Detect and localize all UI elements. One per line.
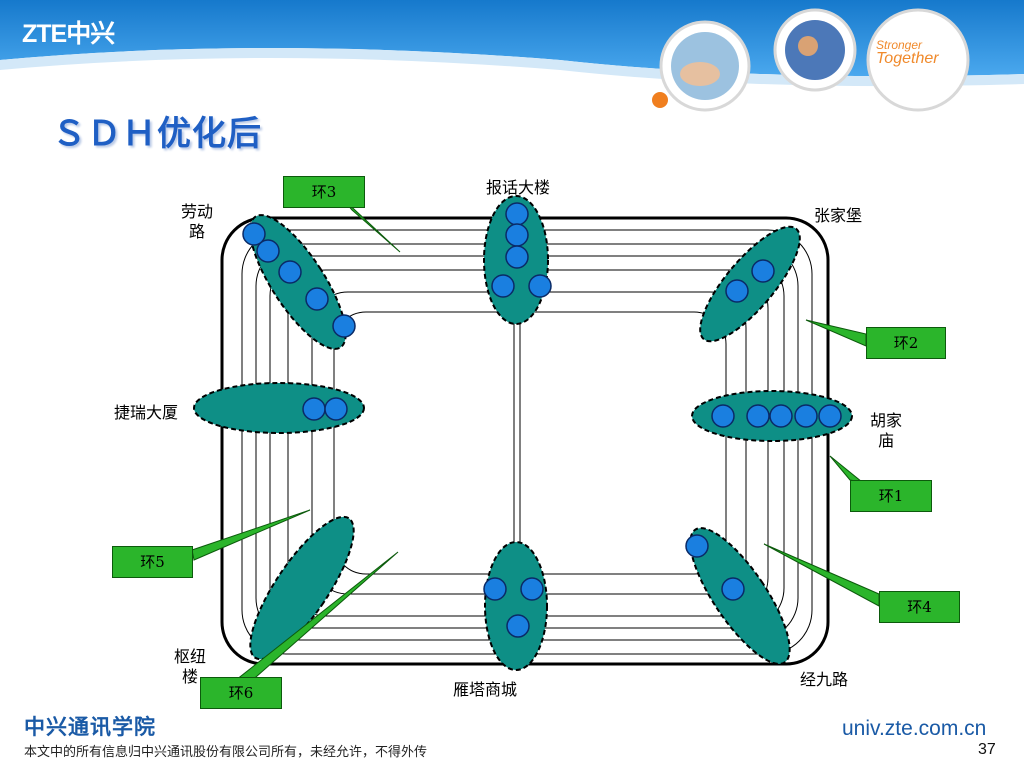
slogan-line-2: Together: [876, 50, 939, 67]
ring5-pointer: [191, 509, 311, 561]
ring-label-2: 环2: [866, 327, 946, 359]
page-number: 37: [978, 741, 996, 758]
slogan-line-1: Stronger: [876, 38, 923, 52]
node: [491, 274, 515, 298]
header-banner: [0, 0, 1024, 77]
cluster-zhangjiabao: [699, 225, 801, 343]
cluster-jierui: [193, 382, 365, 434]
node: [483, 577, 507, 601]
cluster-shuniu: [249, 515, 355, 661]
zte-logo: ZTE中兴: [22, 20, 115, 48]
ring2-pointer: [805, 319, 867, 347]
node: [725, 279, 749, 303]
node: [305, 287, 329, 311]
site-label-baohua: 报话大楼: [485, 178, 550, 197]
ring-label-6: 环6: [200, 677, 282, 709]
ring-label-5: 环5: [112, 546, 193, 578]
site-label-yanta: 雁塔商城: [452, 680, 517, 699]
node: [528, 274, 552, 298]
photo-2-figure: [798, 36, 818, 56]
slide-title: ＳＤＨ优化后: [52, 114, 262, 154]
node: [505, 202, 529, 226]
slogan: Stronger Together: [876, 38, 966, 67]
ring-label-1: 环1: [850, 480, 932, 512]
node: [302, 397, 326, 421]
footer-website: univ.zte.com.cn: [842, 717, 987, 740]
node: [685, 534, 709, 558]
network-nodes: [242, 202, 842, 638]
ring-label-3: 环3: [283, 176, 365, 208]
node: [278, 260, 302, 284]
site-label-jierui: 捷瑞大厦: [113, 403, 178, 422]
site-label-jingjiu: 经九路: [799, 670, 848, 689]
node: [721, 577, 745, 601]
orange-dot: [652, 92, 668, 108]
node: [242, 222, 266, 246]
site-label-hujiamiao: 胡家庙: [869, 411, 902, 450]
node: [746, 404, 770, 428]
node: [505, 245, 529, 269]
node: [332, 314, 356, 338]
node: [505, 223, 529, 247]
node: [769, 404, 793, 428]
slogan-badge: [866, 8, 970, 112]
header-wave: [0, 48, 1024, 87]
node: [324, 397, 348, 421]
ring1-pointer: [829, 455, 864, 483]
node: [256, 239, 280, 263]
node: [751, 259, 775, 283]
site-label-shuniu: 枢纽楼: [173, 647, 206, 686]
footer-school-name: 中兴通讯学院: [24, 714, 156, 739]
node: [711, 404, 735, 428]
node: [794, 404, 818, 428]
site-label-zhangjiabao: 张家堡: [813, 206, 862, 225]
site-label-laodong: 劳动路: [180, 202, 213, 241]
ring4-pointer: [763, 543, 880, 607]
photo-1-figure: [680, 62, 720, 86]
footer-copyright: 本文中的所有信息归中兴通讯股份有限公司所有，未经允许，不得外传: [24, 745, 428, 760]
ring-label-4: 环4: [879, 591, 960, 623]
node: [520, 577, 544, 601]
cluster-yanta: [484, 541, 548, 671]
node: [506, 614, 530, 638]
node: [818, 404, 842, 428]
ring-path-6: [333, 311, 727, 575]
